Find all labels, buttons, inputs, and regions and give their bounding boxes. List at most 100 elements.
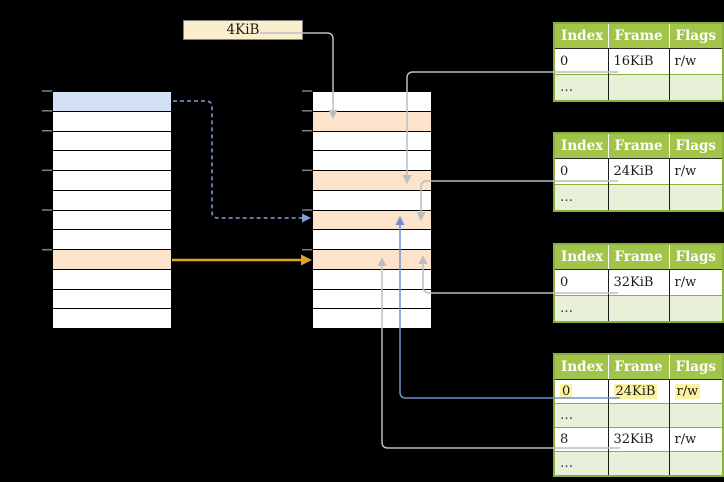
memory-row — [313, 269, 431, 290]
cell-text: r/w — [674, 432, 697, 447]
table-cell — [607, 295, 669, 322]
memory-row — [53, 289, 171, 310]
cell-text: r/w — [674, 54, 697, 69]
table-cell: 24KiB — [607, 158, 669, 185]
middle-column-ticks — [302, 90, 312, 251]
cell-text: r/w — [674, 275, 697, 290]
cell-text: r/w — [674, 164, 697, 179]
page-size-label-box: 4KiB — [183, 20, 303, 40]
table-row: … — [554, 403, 723, 428]
column-header: Flags — [668, 133, 723, 159]
cell-text: 16KiB — [613, 54, 654, 69]
column-header: Frame — [607, 133, 669, 159]
page-size-label: 4KiB — [226, 22, 260, 38]
cell-text: … — [560, 408, 573, 423]
memory-row — [53, 171, 171, 191]
table-cell — [668, 403, 723, 428]
table-cell: r/w — [668, 269, 723, 296]
table-cell: … — [554, 184, 608, 211]
highlighted-cell-text: 24KiB — [613, 384, 658, 399]
memory-row — [53, 190, 171, 211]
highlighted-cell-text: 0 — [560, 384, 573, 399]
column-header: Index — [554, 23, 608, 49]
memory-row — [53, 230, 171, 250]
memory-row — [313, 151, 431, 171]
cell-text: … — [560, 456, 573, 471]
highlighted-cell-text: r/w — [674, 384, 701, 399]
table-cell — [668, 184, 723, 211]
cell-text: 8 — [560, 432, 569, 447]
table-cell: 0 — [554, 158, 608, 185]
memory-row — [313, 171, 431, 191]
column-header: Index — [554, 354, 608, 380]
table-cell: 32KiB — [607, 269, 669, 296]
memory-row — [53, 309, 171, 328]
table-cell — [607, 74, 669, 101]
table-cell — [668, 295, 723, 322]
table-cell: 8 — [554, 427, 608, 452]
table-cell — [668, 451, 723, 476]
column-header: Index — [554, 244, 608, 270]
cell-text: … — [560, 80, 573, 95]
middle-address-column — [312, 91, 432, 329]
table-row: 0 24KiB r/w — [554, 158, 723, 185]
memory-row — [313, 210, 431, 231]
table-cell: r/w — [668, 158, 723, 185]
dashed-lookup-connector-arrow — [173, 100, 311, 223]
column-header: Index — [554, 133, 608, 159]
memory-row — [53, 269, 171, 290]
table-cell — [607, 403, 669, 428]
table-cell — [607, 451, 669, 476]
table-row: 0 16KiB r/w — [554, 48, 723, 75]
left-column-ticks — [42, 90, 52, 251]
memory-row — [53, 92, 171, 112]
table-row: … — [554, 184, 723, 211]
table-row: 0 32KiB r/w — [554, 269, 723, 296]
cell-text: 0 — [560, 164, 569, 179]
table-row: … — [554, 451, 723, 476]
table-row: 0 24KiB r/w — [554, 379, 723, 404]
cell-text: 32KiB — [613, 275, 654, 290]
memory-row — [313, 131, 431, 152]
orange-mapping-arrow — [172, 254, 312, 266]
memory-row — [53, 131, 171, 152]
memory-row — [313, 92, 431, 112]
column-header: Frame — [607, 244, 669, 270]
table-cell: … — [554, 295, 608, 322]
table-cell: r/w — [668, 427, 723, 452]
memory-row — [53, 210, 171, 231]
cell-text: 24KiB — [613, 164, 654, 179]
table-cell: r/w — [668, 48, 723, 75]
table-row: 8 32KiB r/w — [554, 427, 723, 452]
column-header: Flags — [668, 354, 723, 380]
table-cell: 24KiB — [607, 379, 669, 404]
cell-text: 0 — [560, 275, 569, 290]
table-cell: … — [554, 74, 608, 101]
table-cell: … — [554, 403, 608, 428]
cell-text: … — [560, 190, 573, 205]
column-header: Flags — [668, 244, 723, 270]
memory-row — [313, 250, 431, 270]
table-cell: … — [554, 451, 608, 476]
table-cell: 16KiB — [607, 48, 669, 75]
cell-text: 0 — [560, 54, 569, 69]
table-cell: 32KiB — [607, 427, 669, 452]
left-address-column — [52, 91, 172, 329]
table-cell — [607, 184, 669, 211]
memory-row — [313, 309, 431, 328]
column-header: Frame — [607, 354, 669, 380]
cell-text: … — [560, 301, 573, 316]
column-header: Flags — [668, 23, 723, 49]
memory-row — [313, 190, 431, 211]
table-cell: r/w — [668, 379, 723, 404]
table-cell — [668, 74, 723, 101]
table-cell: 0 — [554, 269, 608, 296]
